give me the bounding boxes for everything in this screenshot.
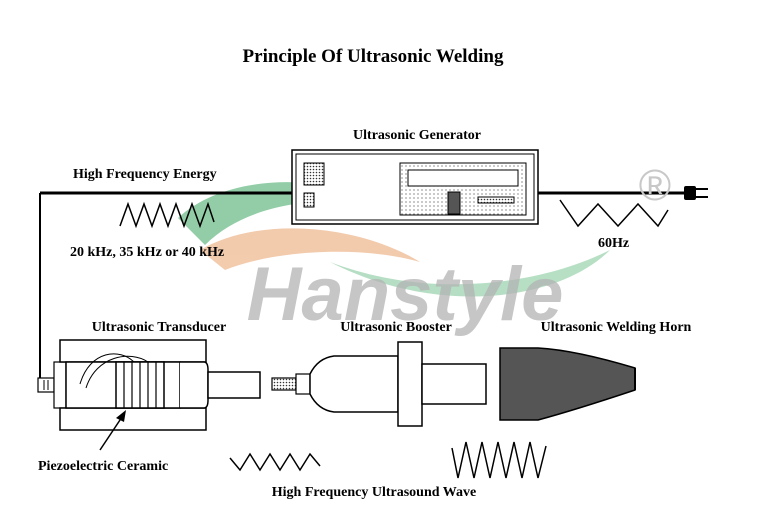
generator-indicator — [303, 162, 325, 186]
transducer-label: Ultrasonic Transducer — [92, 320, 226, 335]
generator-label: Ultrasonic Generator — [353, 128, 481, 143]
generator-indicator-small — [303, 192, 315, 208]
watermark-brand-text: Hanstyle — [247, 252, 564, 337]
ultrasound-wave-large — [451, 441, 547, 479]
generator-slider — [477, 196, 515, 204]
piezoelectric-ceramic-stack — [115, 361, 165, 409]
ultrasonic-generator — [291, 149, 539, 225]
generator-knob — [447, 191, 461, 215]
watermark-registered-mark: ® — [639, 161, 671, 210]
mains-wave — [559, 199, 669, 228]
generator-display-screen — [407, 169, 519, 187]
energy-label: High Frequency Energy — [73, 167, 217, 182]
power-plug-icon — [684, 186, 708, 200]
mains-frequency-label: 60Hz — [598, 236, 629, 251]
wave-label: High Frequency Ultrasound Wave — [272, 485, 476, 500]
ultrasonic-transducer — [37, 339, 261, 431]
watermark-green-lower-swoosh — [330, 250, 610, 297]
horn-label: Ultrasonic Welding Horn — [541, 320, 692, 335]
ultrasonic-booster — [271, 341, 487, 427]
ultrasound-wave-small — [229, 452, 321, 472]
booster-label: Ultrasonic Booster — [340, 320, 452, 335]
page-title: Principle Of Ultrasonic Welding — [243, 46, 504, 67]
frequencies-label: 20 kHz, 35 kHz or 40 kHz — [70, 245, 224, 260]
energy-wave — [119, 201, 215, 229]
ultrasonic-welding-horn — [499, 347, 636, 421]
watermark-orange-swoosh — [200, 228, 420, 270]
ceramic-label: Piezoelectric Ceramic — [38, 459, 168, 474]
ceramic-pointer-arrowhead — [116, 410, 126, 422]
